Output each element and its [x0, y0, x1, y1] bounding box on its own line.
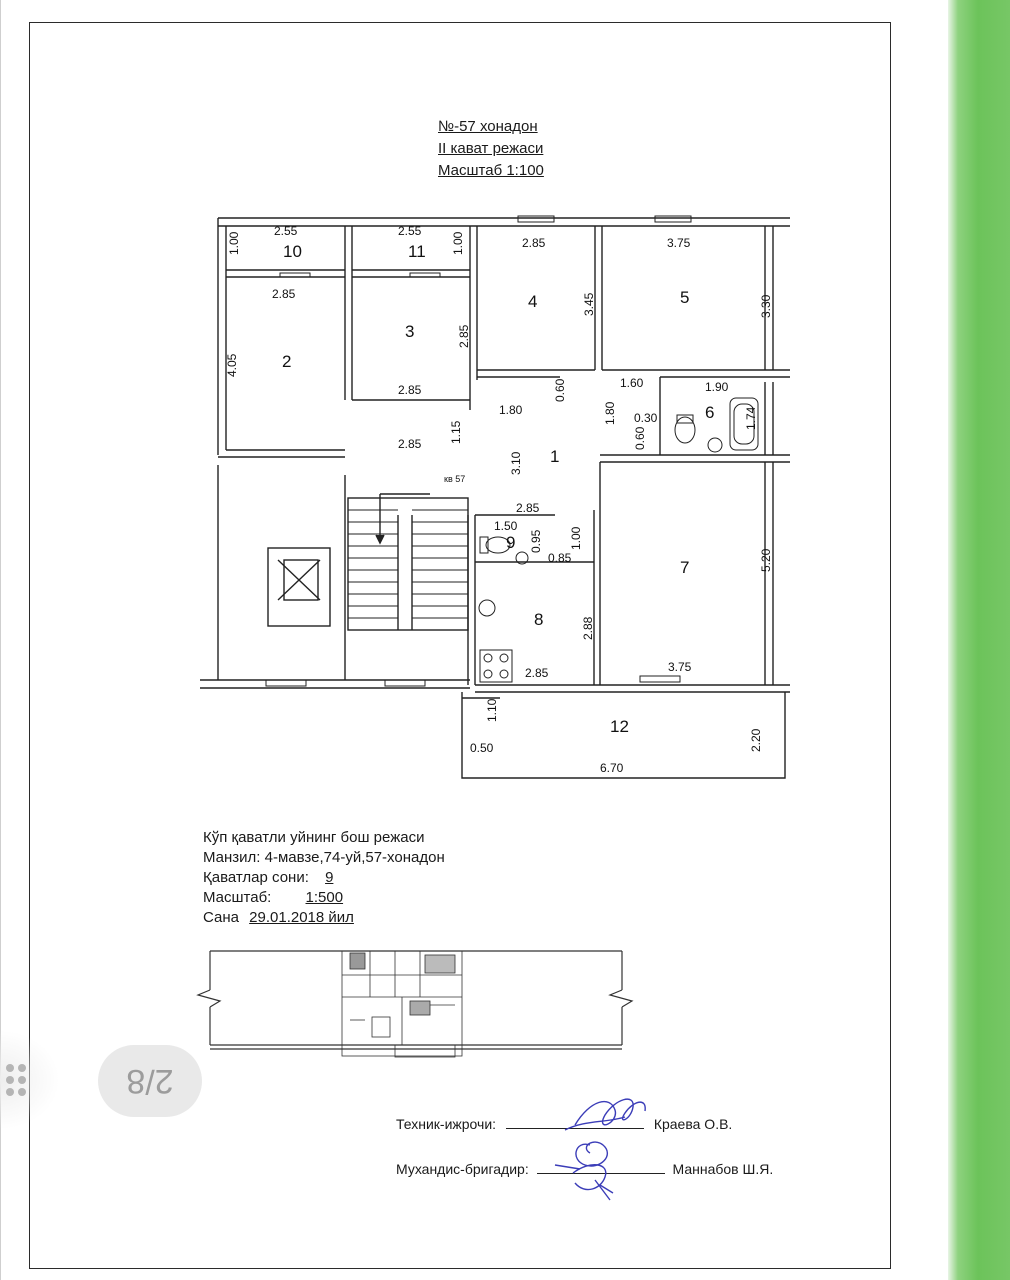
dimension-label: 2.20	[749, 728, 763, 752]
dimension-label: 1.50	[494, 519, 518, 533]
dimension-label: 2.85	[516, 501, 540, 515]
dimension-label: 1.00	[227, 231, 241, 255]
dimension-label: 1.80	[499, 403, 523, 417]
floor-plan: 10 11 2 3 4 5 1 6 9 7 8 12 2.55 1.00 2.5…	[200, 215, 790, 779]
stairwell	[217, 465, 469, 680]
room-numbers: 10 11 2 3 4 5 1 6 9 7 8 12	[282, 242, 714, 736]
room-number: 2	[282, 352, 291, 371]
dimension-label: 1.74	[744, 406, 758, 430]
site-plan-thumbnail	[196, 950, 634, 1058]
room-number: 6	[705, 403, 714, 422]
dimension-label: 3.75	[668, 660, 692, 674]
room-number: 7	[680, 558, 689, 577]
date-label: Сана	[203, 909, 239, 926]
dimension-label: 3.75	[667, 236, 691, 250]
dimension-label: 3.30	[759, 294, 773, 318]
interior-walls	[218, 226, 790, 685]
fixtures	[478, 397, 759, 683]
dimension-label: 2.85	[398, 383, 422, 397]
technician-name: Краева О.В.	[653, 1116, 733, 1132]
dimension-label: 3.10	[509, 451, 523, 475]
dimension-label: 1.00	[569, 526, 583, 550]
dimension-label: 2.85	[457, 324, 471, 348]
technician-label: Техник-ижрочи:	[396, 1116, 497, 1132]
floors-label: Қаватлар сони:	[203, 869, 309, 886]
dimension-label: 4.05	[225, 353, 239, 377]
room-number: 11	[408, 242, 426, 261]
dimension-label: 0.95	[529, 529, 543, 553]
dimension-label: 0.50	[470, 741, 494, 755]
signature-line	[505, 1128, 644, 1129]
dimension-label: 2.88	[581, 616, 595, 640]
dimension-label: 0.60	[553, 378, 567, 402]
stair-apartment-label: кв 57	[444, 474, 465, 484]
apartment-number: №-57 хонадон	[438, 118, 538, 135]
page-indicator[interactable]: 2/8	[98, 1045, 202, 1117]
bottom-walls	[200, 679, 790, 779]
room-number: 4	[528, 292, 537, 311]
dimension-label: 0.30	[634, 411, 658, 425]
dimension-label: 1.15	[449, 420, 463, 444]
dimension-label: 2.85	[522, 236, 546, 250]
info-floors: Қаватлар сони: 9	[203, 868, 445, 888]
windows	[265, 215, 692, 687]
scale-value: 1:500	[305, 889, 344, 906]
dimension-label: 1.00	[451, 231, 465, 255]
dimension-label: 2.85	[398, 437, 422, 451]
engineer-name: Маннабов Ш.Я.	[672, 1161, 774, 1177]
dimension-label: 2.85	[272, 287, 296, 301]
dimension-label: 1.80	[603, 401, 617, 425]
paper-edge	[0, 0, 1, 1280]
master-plan-info: Кўп қаватли уйнинг бош режаси Манзил: 4-…	[203, 828, 445, 928]
engineer-signature-line: Мухандис-бригадир: Маннабов Ш.Я.	[396, 1161, 773, 1177]
room-number: 1	[550, 447, 559, 466]
scale-label: Масштаб:	[203, 889, 272, 906]
date-value: 29.01.2018 йил	[249, 909, 354, 926]
green-document-border	[948, 0, 1010, 1280]
room-number: 9	[506, 533, 515, 552]
dimension-label: 3.45	[582, 292, 596, 316]
info-date: Сана 29.01.2018 йил	[203, 908, 445, 928]
room-number: 10	[283, 242, 302, 261]
handwritten-signature	[554, 1098, 646, 1201]
exterior-walls	[217, 217, 790, 685]
room-number: 12	[610, 717, 629, 736]
dimension-label: 1.10	[485, 698, 499, 722]
dimension-label: 1.90	[705, 380, 729, 394]
drawing-frame	[29, 22, 891, 1269]
dimension-label: 5.20	[759, 548, 773, 572]
technician-signature-line: Техник-ижрочи: Краева О.В.	[396, 1116, 732, 1132]
dimension-label: 6.70	[600, 761, 624, 775]
room-number: 3	[405, 322, 414, 341]
dimension-labels: 2.55 1.00 2.55 1.00 2.85 3.75 2.85 4.05 …	[225, 224, 773, 775]
grid-dots-icon[interactable]	[6, 1064, 36, 1104]
plan-title-block: №-57 хонадон II кават режаси Масштаб 1:1…	[438, 116, 544, 182]
room-number: 8	[534, 610, 543, 629]
dimension-label: 2.55	[398, 224, 422, 238]
floors-value: 9	[325, 869, 334, 886]
floor-plan-caption: II кават режаси	[438, 140, 544, 157]
engineer-label: Мухандис-бригадир:	[396, 1161, 529, 1177]
plan-scale: Масштаб 1:100	[438, 162, 544, 179]
dimension-label: 1.60	[620, 376, 644, 390]
info-heading: Кўп қаватли уйнинг бош режаси	[203, 829, 425, 846]
dimension-label: 2.55	[274, 224, 298, 238]
room-number: 5	[680, 288, 689, 307]
dimension-label: 0.85	[548, 551, 572, 565]
dimension-label: 0.60	[633, 426, 647, 450]
signature-line	[536, 1173, 665, 1174]
info-address: Манзил: 4-мавзе,74-уй,57-хонадон	[203, 849, 445, 866]
dimension-label: 2.85	[525, 666, 549, 680]
info-scale: Масштаб: 1:500	[203, 888, 445, 908]
